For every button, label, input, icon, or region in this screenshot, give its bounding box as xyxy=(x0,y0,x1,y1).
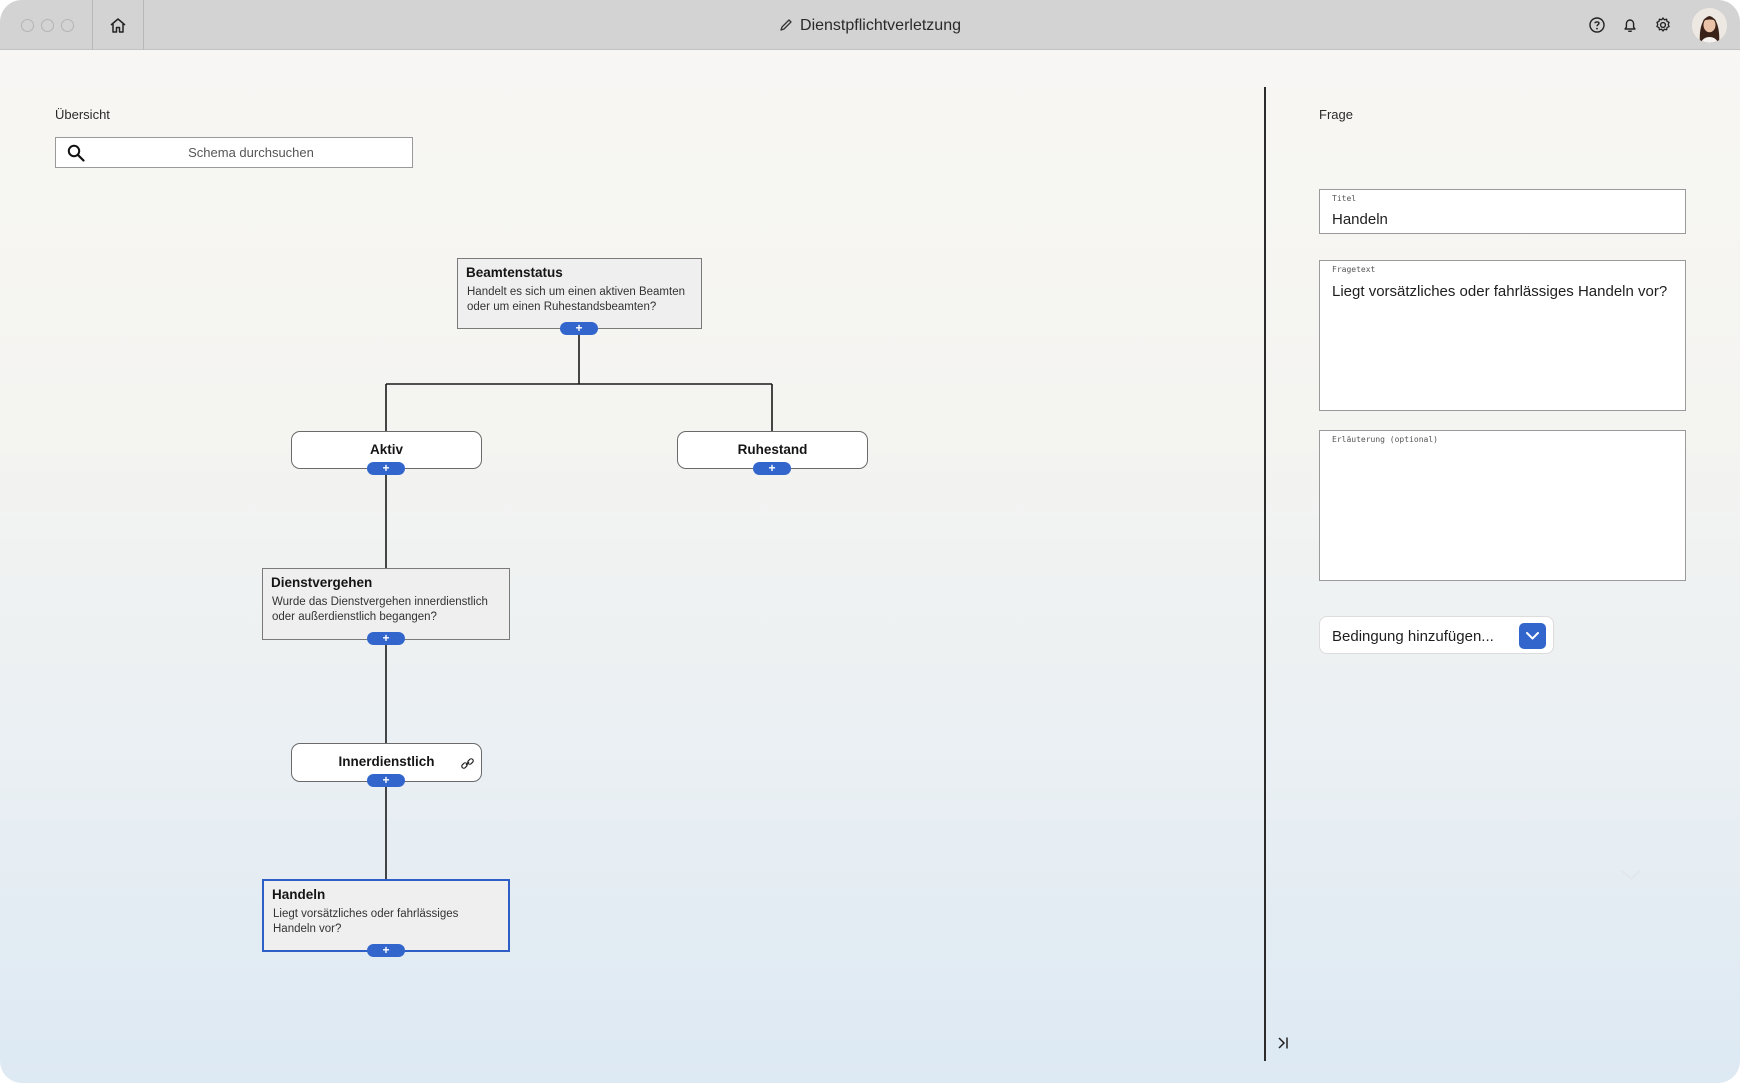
node-question-text: Liegt vorsätzliches oder fahrlässiges Ha… xyxy=(273,908,459,935)
document-title: Dienstpflichtverletzung xyxy=(0,17,1740,35)
home-icon[interactable] xyxy=(107,15,129,37)
node-title: Ruhestand xyxy=(737,442,808,457)
add-child-button[interactable]: + xyxy=(367,632,405,645)
document-title-text: Dienstpflichtverletzung xyxy=(800,17,961,34)
panel-divider[interactable] xyxy=(1264,87,1266,1061)
node-question-text: Wurde das Dienstvergehen innerdienstlich… xyxy=(272,596,488,623)
search-input[interactable] xyxy=(96,138,406,167)
question-text-field[interactable]: Fragetext Liegt vorsätzliches oder fahrl… xyxy=(1319,260,1686,411)
add-child-button[interactable]: + xyxy=(367,462,405,475)
titlebar-divider xyxy=(143,0,144,50)
question-panel-label: Frage xyxy=(1319,107,1353,122)
checkmark-icon xyxy=(1620,868,1642,882)
user-avatar[interactable] xyxy=(1692,8,1727,43)
window-zoom-button[interactable] xyxy=(61,19,74,32)
add-child-button[interactable]: + xyxy=(753,462,791,475)
node-title: Innerdienstlich xyxy=(338,754,435,769)
pen-icon xyxy=(779,18,793,32)
answer-node-innerdienstlich[interactable]: Innerdienstlich xyxy=(291,743,482,782)
explanation-field-label: Erläuterung (optional) xyxy=(1332,435,1438,444)
answer-node-aktiv[interactable]: Aktiv xyxy=(291,431,482,469)
overview-label: Übersicht xyxy=(55,107,110,122)
collapse-panel-icon[interactable] xyxy=(1275,1035,1291,1051)
add-child-button[interactable]: + xyxy=(367,774,405,787)
titlebar-divider xyxy=(92,0,93,50)
connector-beamtenstatus xyxy=(385,335,773,432)
add-child-button[interactable]: + xyxy=(367,944,405,957)
add-condition-label: Bedingung hinzufügen... xyxy=(1332,628,1494,645)
add-condition-select[interactable]: Bedingung hinzufügen... xyxy=(1319,616,1554,654)
window-minimize-button[interactable] xyxy=(41,19,54,32)
gear-icon[interactable] xyxy=(1654,16,1672,34)
help-icon[interactable] xyxy=(1588,16,1606,34)
node-title: Dienstvergehen xyxy=(271,575,373,590)
bell-icon[interactable] xyxy=(1621,16,1639,34)
add-child-button[interactable]: + xyxy=(560,322,598,335)
node-title: Handeln xyxy=(272,887,326,902)
title-field-label: Titel xyxy=(1332,194,1357,203)
node-question-text: Handelt es sich um einen aktiven Beamten… xyxy=(467,286,685,313)
window-close-button[interactable] xyxy=(21,19,34,32)
question-text-field-label: Fragetext xyxy=(1332,265,1376,274)
schema-search xyxy=(55,137,413,168)
question-node-beamtenstatus[interactable]: Beamtenstatus Handelt es sich um einen a… xyxy=(457,258,702,329)
explanation-field[interactable]: Erläuterung (optional) xyxy=(1319,430,1686,581)
node-title: Aktiv xyxy=(369,442,403,457)
question-node-handeln[interactable]: Handeln Liegt vorsätzliches oder fahrläs… xyxy=(262,879,510,952)
title-bar: Dienstpflichtverletzung xyxy=(0,0,1740,50)
title-field-value[interactable]: Handeln xyxy=(1332,211,1388,228)
chevron-down-icon[interactable] xyxy=(1519,623,1546,649)
tree-connectors xyxy=(385,335,773,880)
search-icon xyxy=(67,144,85,162)
question-text-field-value[interactable]: Liegt vorsätzliches oder fahrlässiges Ha… xyxy=(1332,283,1668,300)
link-icon[interactable] xyxy=(460,756,475,771)
question-node-dienstvergehen[interactable]: Dienstvergehen Wurde das Dienstvergehen … xyxy=(262,568,510,640)
title-field[interactable]: Titel Handeln xyxy=(1319,189,1686,234)
node-title: Beamtenstatus xyxy=(466,265,563,280)
